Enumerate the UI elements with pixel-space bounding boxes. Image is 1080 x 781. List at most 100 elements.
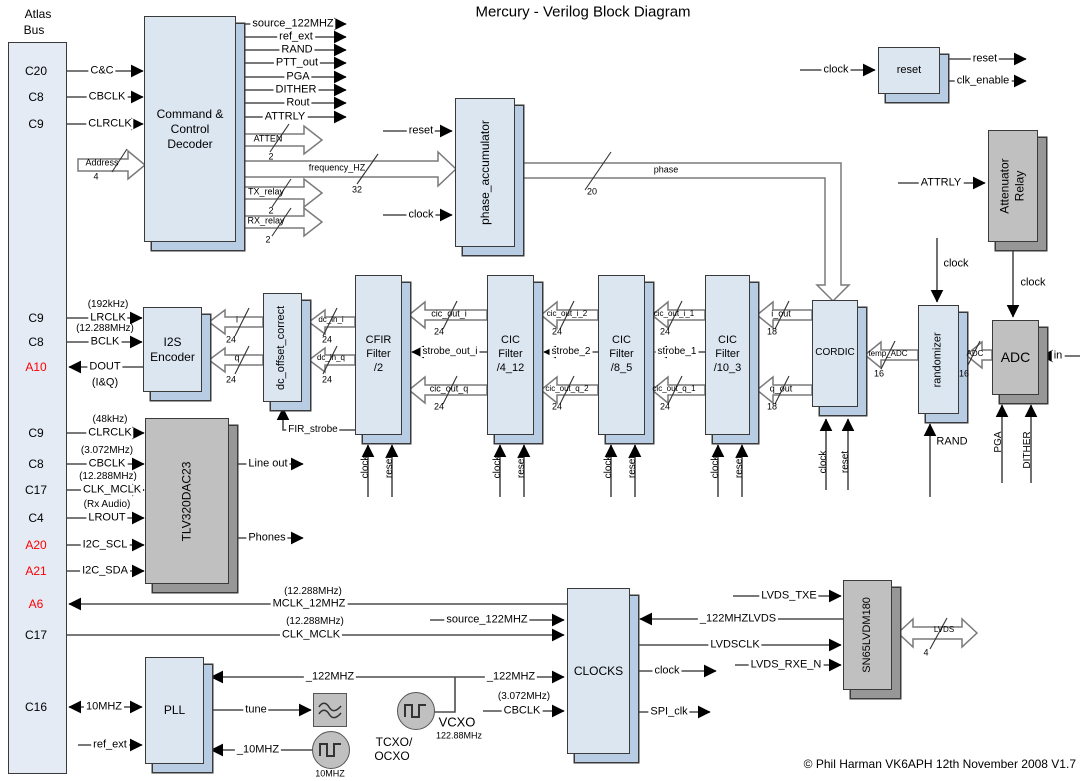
block-label: Encoder — [150, 349, 195, 364]
block-adc: ADC — [992, 320, 1039, 395]
bus-width: 16 — [958, 368, 970, 379]
block-label: SN65LVDM180 — [860, 597, 873, 673]
freq-label-mclk: (12.288MHz) — [282, 586, 344, 597]
signal-label-lvdsclk: LVDSCLK — [708, 638, 762, 651]
atlas-pin: C8 — [28, 457, 44, 471]
atlas-pin: C17 — [24, 483, 48, 497]
bus-label-rx-relay: RX_relay — [247, 215, 285, 226]
block-label: dc_offset_correct — [275, 305, 288, 390]
block-cfir-filter: CFIR Filter /2 — [355, 275, 402, 435]
block-cic-filter-10-3: CIC Filter /10_3 — [705, 275, 750, 435]
bus-label-temp-adc: temp_ADC — [868, 349, 908, 358]
10mhz-oscillator-icon — [312, 731, 350, 769]
block-label: Command & — [156, 106, 224, 121]
block-command-control-decoder: Command & Control Decoder — [144, 16, 236, 242]
bus-label-cic-out-i-1: cic_out_i_1 — [653, 309, 695, 318]
copyright-text: © Phil Harman VK6APH 12th November 2008 … — [803, 757, 1076, 771]
bus-width-slashes — [111, 123, 981, 650]
freq-label-clk-mclk2: (12.288MHz) — [284, 616, 346, 627]
block-label: reset — [896, 63, 922, 76]
bus-label-dc-in-i: dc_in_i — [318, 315, 344, 324]
block-label: Filter — [715, 348, 740, 361]
block-label: TLV320DAC23 — [179, 461, 194, 541]
signal-label-lrout: LROUT — [86, 511, 128, 524]
signal-label-reset: reset — [627, 455, 638, 479]
signal-label-i2c-scl: I2C_SCL — [80, 538, 130, 551]
signal-label-pga-in: PGA — [993, 431, 1004, 453]
bus-width-address: 4 — [93, 171, 99, 182]
freq-label-cbclk3: (3.072MHz) — [495, 691, 553, 702]
atlas-bus — [8, 42, 67, 774]
atlas-pin: A10 — [25, 360, 47, 374]
signal-label-fir-strobe: FIR_strobe — [286, 424, 340, 435]
atlas-pin: C17 — [24, 628, 48, 642]
bus-label-phase: phase — [653, 164, 679, 175]
bus-label-i: i — [236, 314, 238, 325]
signal-label-ref-ext: ref_ext — [91, 738, 129, 751]
signal-label-strobe-2: strobe_2 — [549, 346, 593, 357]
block-label: /10_3 — [713, 361, 742, 374]
atlas-pin: A20 — [25, 538, 47, 552]
bus-label-lvds: LVDS — [933, 625, 955, 634]
bus-width: 16 — [873, 368, 885, 379]
block-randomizer: randomizer — [918, 305, 959, 414]
block-reset: reset — [878, 47, 940, 94]
block-label: PLL — [163, 703, 186, 717]
block-label: I2S — [163, 334, 182, 349]
signal-label-dither-in: DITHER — [1022, 431, 1033, 469]
atlas-pin: C20 — [24, 64, 48, 78]
block-label: /2 — [373, 361, 384, 374]
signal-label-reset: reset — [516, 455, 527, 479]
block-dc-offset-correct: dc_offset_correct — [263, 293, 302, 402]
page-title: Mercury - Verilog Block Diagram — [475, 3, 691, 21]
block-label: randomizer — [931, 331, 944, 388]
bus-label-dc-in-q: dc_in_q — [316, 353, 346, 362]
bus-label-cic-out-q-2: cic_out_q_2 — [545, 384, 589, 393]
block-attenuator-relay: Attenuator Relay — [988, 130, 1038, 242]
bus-label-q-out: q_out — [769, 383, 793, 394]
signal-label-reset: reset — [734, 455, 745, 479]
signal-label-iq: (I&Q) — [91, 376, 119, 389]
signal-label-reset: reset — [840, 450, 851, 474]
bus-label-cic-out-i: cic_out_i — [431, 308, 467, 319]
signal-label-cc: C&C — [88, 64, 116, 77]
signal-label-spi-clk: SPI_clk — [648, 705, 690, 718]
signal-label-122mhzlvds: _122MHZLVDS — [697, 612, 779, 625]
block-label-line: Attenuator — [998, 158, 1012, 214]
signal-label-10mhz: 10MHZ — [83, 700, 125, 713]
bus-width-q: 24 — [225, 374, 237, 385]
block-label: CLOCKS — [573, 663, 624, 678]
bus-width-dcq: 24 — [321, 374, 333, 385]
vcxo-label: VCXO — [438, 714, 476, 730]
signal-label-source-122mhz-in: source_122MHZ — [444, 613, 530, 626]
block-label: ADC — [1000, 348, 1031, 365]
signal-label-reset-out: reset — [970, 52, 1000, 65]
signal-label-dout: DOUT — [87, 360, 123, 373]
bus-width: 24 — [433, 326, 445, 337]
bus-label-atten: ATTEN — [253, 133, 283, 144]
bus-label-adc: ADC — [966, 349, 984, 358]
bus-label-cic-out-i-2: cic_out_i_2 — [546, 309, 588, 318]
bus-width-rx: 2 — [265, 234, 271, 245]
block-phase-accumulator: phase_accumulator — [455, 98, 515, 247]
bus-width-frequency: 32 — [351, 184, 363, 195]
signal-label-ptt-out: PTT_out — [273, 56, 321, 69]
block-cic-filter-4-12: CIC Filter /4_12 — [487, 275, 534, 435]
signal-label-cbclk3: CBCLK — [501, 704, 543, 717]
freq-label-12288b: (12.288MHz) — [77, 471, 139, 482]
signal-label-122mhz-a: _122MHZ — [303, 670, 357, 683]
signal-label-dither: DITHER — [273, 83, 319, 96]
block-pll: PLL — [145, 657, 204, 764]
bus-label-address: Address — [85, 157, 119, 168]
atlas-pin: C4 — [28, 511, 44, 525]
bus-width-tx: 2 — [268, 205, 274, 216]
signal-label-clock: clock — [818, 450, 829, 474]
block-label: CIC — [501, 334, 520, 347]
atlas-pin: C8 — [28, 335, 44, 349]
block-clocks: CLOCKS — [567, 588, 630, 754]
bus-width-lvds: 4 — [923, 647, 929, 658]
bus-width-dci: 24 — [321, 334, 333, 345]
signal-label-source-122mhz: source_122MHZ — [250, 17, 336, 30]
signal-label-rout: Rout — [284, 96, 312, 109]
